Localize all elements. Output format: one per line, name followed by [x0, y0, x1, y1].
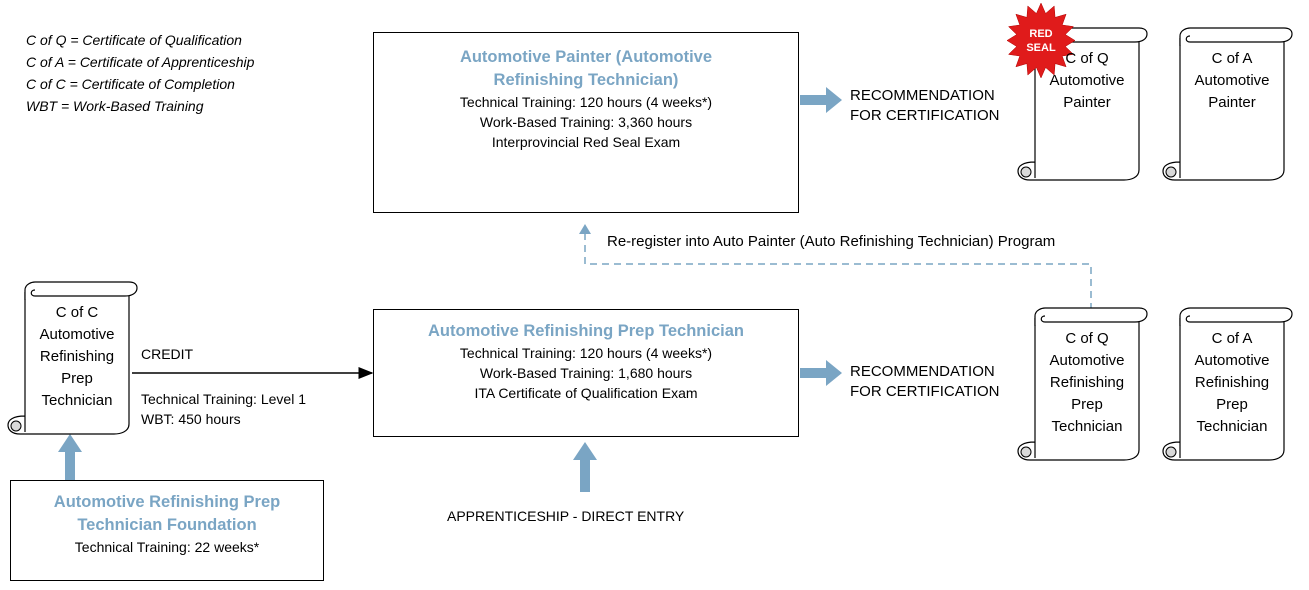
scroll-left-cofc-line5: Technician: [41, 392, 113, 409]
scroll-bottom-cofa-line4: Prep: [1216, 396, 1248, 413]
legend-cofc: C of C = Certificate of Completion: [26, 76, 235, 92]
recommendation-top-line2: FOR CERTIFICATION: [850, 107, 1000, 124]
foundation-program-box: Automotive Refinishing Prep Technician F…: [10, 480, 324, 581]
scroll-bottom-cofq-text: C of Q Automotive Refinishing Prep Techn…: [1035, 328, 1139, 438]
painter-recommendation-arrow: [800, 87, 842, 113]
painter-program-box: Automotive Painter (Automotive Refinishi…: [373, 32, 799, 213]
scroll-bottom-cofa: [1162, 307, 1293, 461]
recommendation-bottom-line1: RECOMMENDATION: [850, 363, 995, 380]
scroll-bottom-cofq-line1: C of Q: [1065, 330, 1109, 347]
scroll-top-cofa-line1: C of A: [1211, 50, 1253, 67]
scroll-top-cofq-line3: Painter: [1063, 94, 1111, 111]
reregister-arrowhead: [579, 224, 591, 234]
painter-detail-tech: Technical Training: 120 hours (4 weeks*): [459, 94, 713, 110]
credit-title: CREDIT: [141, 346, 194, 362]
scroll-left-cofc-line4: Prep: [61, 370, 93, 387]
scroll-top-cofa-line3: Painter: [1208, 94, 1256, 111]
scroll-left-cofc-line3: Refinishing: [39, 348, 115, 365]
reregister-dashed-connector: [584, 232, 1092, 310]
prep-detail-exam: ITA Certificate of Qualification Exam: [474, 385, 698, 401]
red-seal-text-line1: RED: [1029, 28, 1052, 40]
scroll-top-cofa: [1162, 27, 1293, 181]
scroll-bottom-cofq: [1017, 307, 1148, 461]
scroll-bottom-cofa-line1: C of A: [1211, 330, 1253, 347]
scroll-bottom-cofq-line4: Prep: [1071, 396, 1103, 413]
scroll-top-cofq-text: C of Q Automotive Painter: [1035, 48, 1139, 114]
scroll-bottom-cofq-line5: Technician: [1051, 418, 1123, 435]
prep-recommendation-arrow: [800, 360, 842, 386]
scroll-bottom-cofa-line2: Automotive: [1194, 352, 1270, 369]
scroll-top-cofa-line2: Automotive: [1194, 72, 1270, 89]
scroll-bottom-cofq-line2: Automotive: [1049, 352, 1125, 369]
scroll-top-cofq-line2: Automotive: [1049, 72, 1125, 89]
scroll-top-cofa-text: C of A Automotive Painter: [1180, 48, 1284, 114]
scroll-bottom-cofa-text: C of A Automotive Refinishing Prep Techn…: [1180, 328, 1284, 438]
legend-wbt: WBT = Work-Based Training: [26, 98, 204, 114]
painter-title-line2: Refinishing Technician): [493, 71, 679, 89]
reregister-label: Re-register into Auto Painter (Auto Refi…: [607, 233, 1056, 250]
painter-detail-wbt: Work-Based Training: 3,360 hours: [479, 114, 693, 130]
scroll-left-cofc-text: C of C Automotive Refinishing Prep Techn…: [25, 302, 129, 412]
direct-entry-arrow: [573, 442, 597, 492]
foundation-title-line2: Technician Foundation: [77, 516, 257, 534]
recommendation-bottom-line2: FOR CERTIFICATION: [850, 383, 1000, 400]
scroll-bottom-cofq-line3: Refinishing: [1049, 374, 1125, 391]
scroll-left-cofc-line1: C of C: [55, 304, 99, 321]
legend-cofa: C of A = Certificate of Apprenticeship: [26, 54, 255, 70]
foundation-arrow: [58, 434, 82, 480]
prep-detail-tech: Technical Training: 120 hours (4 weeks*): [459, 345, 713, 361]
prep-title: Automotive Refinishing Prep Technician: [428, 322, 744, 340]
red-seal-text-line2: SEAL: [1026, 42, 1056, 54]
direct-entry-label: APPRENTICESHIP - DIRECT ENTRY: [447, 508, 685, 524]
prep-detail-wbt: Work-Based Training: 1,680 hours: [479, 365, 693, 381]
recommendation-top-line1: RECOMMENDATION: [850, 87, 995, 104]
recommendation-top: RECOMMENDATION FOR CERTIFICATION: [850, 86, 999, 126]
legend-cofq: C of Q = Certificate of Qualification: [26, 32, 242, 48]
abbreviation-legend: C of Q = Certificate of Qualification C …: [26, 29, 254, 117]
foundation-title-line1: Automotive Refinishing Prep: [53, 493, 281, 511]
red-seal-badge: [1006, 2, 1076, 79]
prep-program-box: Automotive Refinishing Prep Technician T…: [373, 309, 799, 437]
credit-detail: Technical Training: Level 1 WBT: 450 hou…: [141, 389, 306, 429]
credit-detail-wbt: WBT: 450 hours: [141, 411, 241, 427]
scroll-left-cofc: [7, 281, 138, 435]
scroll-left-cofc-line2: Automotive: [39, 326, 115, 343]
credit-detail-tech: Technical Training: Level 1: [141, 391, 306, 407]
scroll-bottom-cofa-line5: Technician: [1196, 418, 1268, 435]
scroll-top-cofq-line1: C of Q: [1065, 50, 1109, 67]
foundation-detail-tech: Technical Training: 22 weeks*: [74, 539, 260, 555]
painter-detail-exam: Interprovincial Red Seal Exam: [491, 134, 681, 150]
scroll-bottom-cofa-line3: Refinishing: [1194, 374, 1270, 391]
recommendation-bottom: RECOMMENDATION FOR CERTIFICATION: [850, 362, 999, 402]
painter-title-line1: Automotive Painter (Automotive: [459, 48, 713, 66]
